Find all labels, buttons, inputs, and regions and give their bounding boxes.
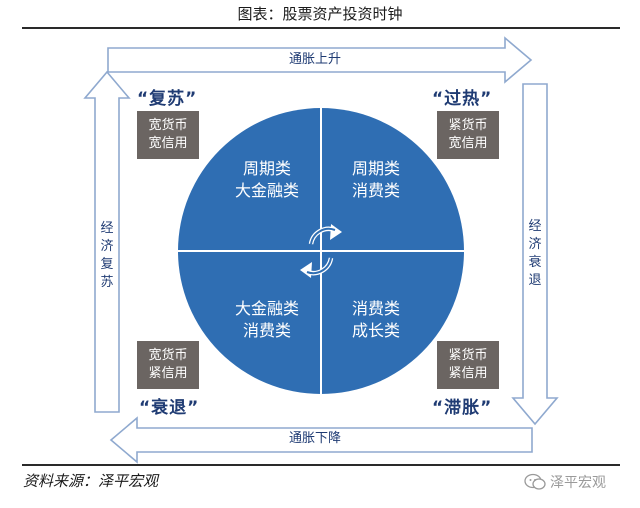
phase-overheat: “过热” bbox=[432, 89, 493, 109]
quadrant-top-left: 周期类 大金融类 bbox=[222, 158, 312, 202]
quadrant-top-right: 周期类 消费类 bbox=[331, 158, 421, 202]
top-arrow-label: 通胀上升 bbox=[288, 52, 341, 67]
figure-title: 图表：股票资产投资时钟 bbox=[237, 5, 403, 23]
policy-credit-recovery: 宽信用 bbox=[148, 136, 188, 151]
quadrant-bottom-left: 大金融类 消费类 bbox=[222, 298, 312, 342]
sector-label: 周期类 bbox=[351, 159, 400, 178]
sector-label: 大金融类 bbox=[234, 181, 299, 200]
left-arrow bbox=[83, 70, 131, 413]
right-arrow bbox=[511, 83, 559, 426]
policy-box-recession: 宽货币 紧信用 bbox=[137, 341, 199, 389]
bottom-arrow-label: 通胀下降 bbox=[288, 431, 341, 446]
policy-box-overheat: 紧货币 宽信用 bbox=[437, 111, 499, 159]
phase-stagflation: “滞胀” bbox=[432, 398, 493, 418]
policy-credit-overheat: 宽信用 bbox=[448, 136, 488, 151]
bottom-rule bbox=[22, 464, 620, 466]
top-rule bbox=[22, 27, 620, 29]
sector-label: 消费类 bbox=[351, 181, 400, 200]
top-arrow bbox=[107, 36, 533, 84]
source-note: 资料来源：泽平宏观 bbox=[23, 472, 159, 490]
sector-label: 成长类 bbox=[351, 321, 400, 340]
policy-box-stagflation: 紧货币 紧信用 bbox=[437, 341, 499, 389]
policy-monetary-recovery: 宽货币 bbox=[148, 118, 188, 133]
sector-label: 消费类 bbox=[242, 321, 291, 340]
policy-monetary-stagflation: 紧货币 bbox=[448, 348, 488, 363]
policy-credit-recession: 紧信用 bbox=[148, 366, 188, 381]
left-arrow-label: 经济复苏 bbox=[100, 221, 114, 290]
wechat-icon bbox=[524, 473, 546, 490]
bottom-arrow bbox=[109, 416, 533, 464]
policy-box-recovery: 宽货币 宽信用 bbox=[137, 111, 199, 159]
brand-watermark: 泽平宏观 bbox=[524, 468, 606, 496]
sector-label: 消费类 bbox=[351, 299, 400, 318]
sector-label: 大金融类 bbox=[234, 299, 299, 318]
cycle-rotation-icon bbox=[300, 224, 342, 278]
phase-recession: “衰退” bbox=[139, 398, 200, 418]
brand-name: 泽平宏观 bbox=[550, 475, 606, 491]
policy-credit-stagflation: 紧信用 bbox=[448, 366, 488, 381]
sector-label: 周期类 bbox=[242, 159, 291, 178]
quadrant-bottom-right: 消费类 成长类 bbox=[331, 298, 421, 342]
phase-recovery: “复苏” bbox=[137, 89, 198, 109]
policy-monetary-overheat: 紧货币 bbox=[448, 118, 488, 133]
right-arrow-label: 经济衰退 bbox=[528, 219, 542, 288]
policy-monetary-recession: 宽货币 bbox=[148, 348, 188, 363]
